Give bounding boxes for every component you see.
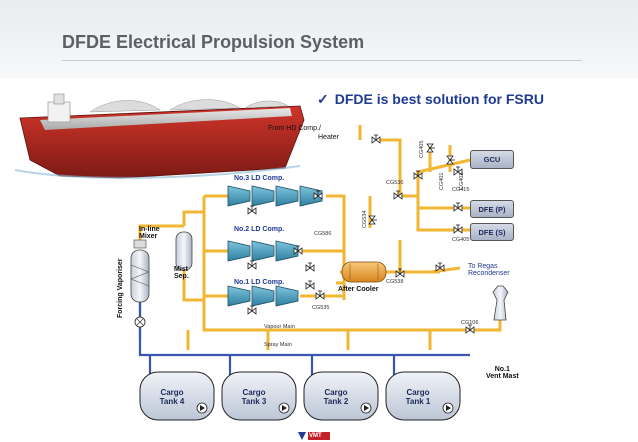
no2-ld-comp xyxy=(227,240,299,262)
no1-comp-label: No.1 LD Comp. xyxy=(234,279,285,286)
cargo-tank-3-label: Cargo Tank 3 xyxy=(241,388,267,407)
no3-ld-comp xyxy=(227,185,323,207)
slide-title: DFDE Electrical Propulsion System xyxy=(62,32,365,52)
cargo-tank-1 xyxy=(385,371,461,421)
lng-carrier-image xyxy=(14,93,305,179)
cargo-tank-1-label: Cargo Tank 1 xyxy=(405,388,431,407)
cargo-tank-4 xyxy=(139,371,215,421)
spray-main-label: Spray Main xyxy=(264,342,292,348)
gcu-unit: GCU xyxy=(470,150,514,169)
cargo-tank-2-label: Cargo Tank 2 xyxy=(323,388,349,407)
tag-cg403: CG403 xyxy=(459,172,465,190)
tag-cg415: CG415 xyxy=(452,187,470,193)
tag-cg405: CG405 xyxy=(452,237,470,243)
dfe-p-unit: DFE (P) xyxy=(470,200,514,218)
no1-ld-comp xyxy=(227,285,299,307)
vent-mast-structure xyxy=(492,285,509,321)
tag-cg535: CG535 xyxy=(312,305,330,311)
spray-main-pipework xyxy=(138,250,470,378)
checkmark-icon: ✓ xyxy=(317,91,329,107)
tag-cg536: CG536 xyxy=(386,180,404,186)
cargo-tanks xyxy=(139,371,461,421)
forcing-vaporiser-vessel xyxy=(130,249,150,328)
key-point: ✓ DFDE is best solution for FSRU xyxy=(317,91,544,108)
tag-cg106: CG106 xyxy=(461,320,479,326)
mist-separator-vessel xyxy=(175,231,193,271)
vapour-main-label: Vapour Main xyxy=(264,324,295,330)
after-cooler-vessel xyxy=(341,261,387,283)
inline-mixer-label: In-line Mixer xyxy=(139,226,160,241)
cargo-tank-2 xyxy=(303,371,379,421)
cargo-tank-3 xyxy=(221,371,297,421)
no2-comp-label: No.2 LD Comp. xyxy=(234,226,285,233)
to-regas-label: To Regas Recondenser xyxy=(468,263,510,278)
tag-cg534: CG534 xyxy=(362,210,368,228)
cargo-tank-4-label: Cargo Tank 4 xyxy=(159,388,185,407)
forcing-vaporiser-label: Forcing Vaporiser xyxy=(117,258,124,318)
tag-cg538: CG538 xyxy=(386,279,404,285)
key-point-text: DFDE is best solution for FSRU xyxy=(334,91,544,107)
vapour-pipework xyxy=(138,125,502,350)
vent-mast-label: No.1 Vent Mast xyxy=(486,366,519,381)
footer-logo xyxy=(298,432,330,440)
header-band xyxy=(0,0,638,78)
tag-cg586: CG586 xyxy=(314,231,332,237)
dfe-s-unit: DFE (S) xyxy=(470,223,514,241)
heater-label: Heater xyxy=(318,134,340,141)
mist-sep-label: Mist Sep. xyxy=(174,266,189,281)
title-divider xyxy=(62,60,582,61)
tag-cg405-top: CG405 xyxy=(419,140,425,158)
no3-comp-label: No.3 LD Comp. xyxy=(234,175,285,182)
inline-mixer xyxy=(133,239,147,249)
from-hd-label: From HD Comp./ xyxy=(268,125,321,132)
tag-cg401: CG401 xyxy=(439,172,445,190)
after-cooler-label: After Cooler xyxy=(338,286,379,293)
footer-logo-text: VMT xyxy=(309,433,322,439)
